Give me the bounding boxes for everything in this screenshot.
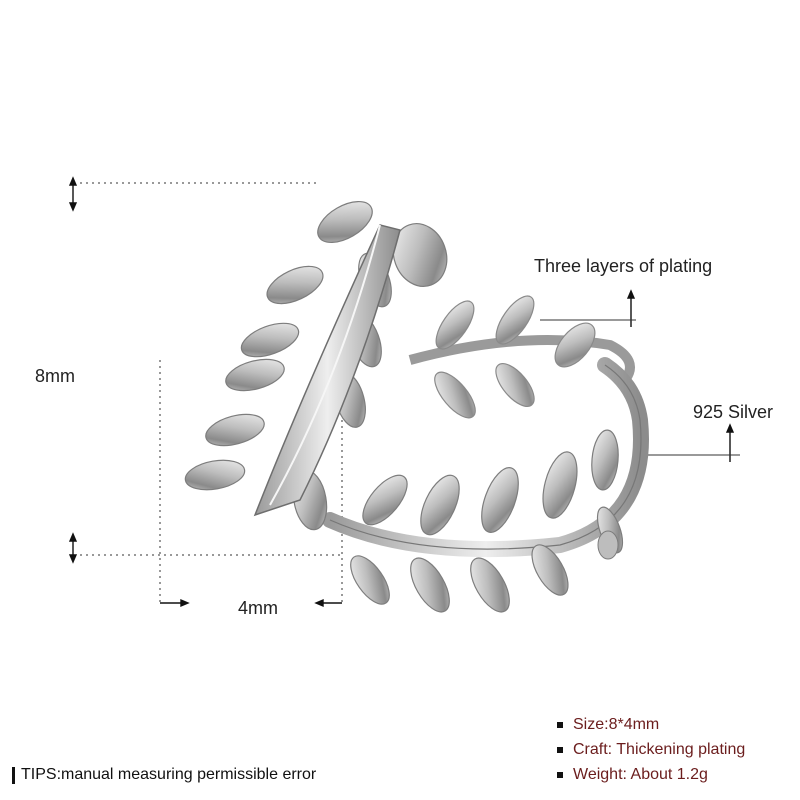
- earring-rear-branch: [408, 295, 635, 419]
- height-dimension-label: 8mm: [35, 366, 75, 386]
- dimension-guides: [80, 182, 343, 605]
- earring-hinge-bar: [253, 224, 401, 517]
- bullet-square-icon: [557, 721, 563, 728]
- earring-front-leaves: [350, 429, 624, 613]
- tips-bar-icon: [12, 766, 15, 784]
- bullet-square-icon: [557, 771, 563, 778]
- spec-text: Weight: About 1.2g: [573, 765, 708, 783]
- spec-item: Craft: Thickening plating: [557, 737, 745, 762]
- width-dimension-label: 4mm: [238, 598, 278, 618]
- tips-note: TIPS:manual measuring permissible error: [12, 766, 316, 784]
- earring-clasp: [597, 530, 619, 560]
- spec-list: Size:8*4mm Craft: Thickening plating Wei…: [557, 712, 745, 787]
- callout-lines: [540, 319, 740, 456]
- dimension-arrows: [68, 176, 735, 608]
- spec-item: Size:8*4mm: [557, 712, 745, 737]
- plating-callout-label: Three layers of plating: [534, 256, 713, 276]
- material-callout-label: 925 Silver: [693, 402, 774, 422]
- spec-item: Weight: About 1.2g: [557, 762, 745, 787]
- bullet-square-icon: [557, 746, 563, 753]
- spec-text: Craft: Thickening plating: [573, 740, 746, 758]
- tips-text: TIPS:manual measuring permissible error: [21, 766, 317, 783]
- spec-text: Size:8*4mm: [573, 715, 660, 733]
